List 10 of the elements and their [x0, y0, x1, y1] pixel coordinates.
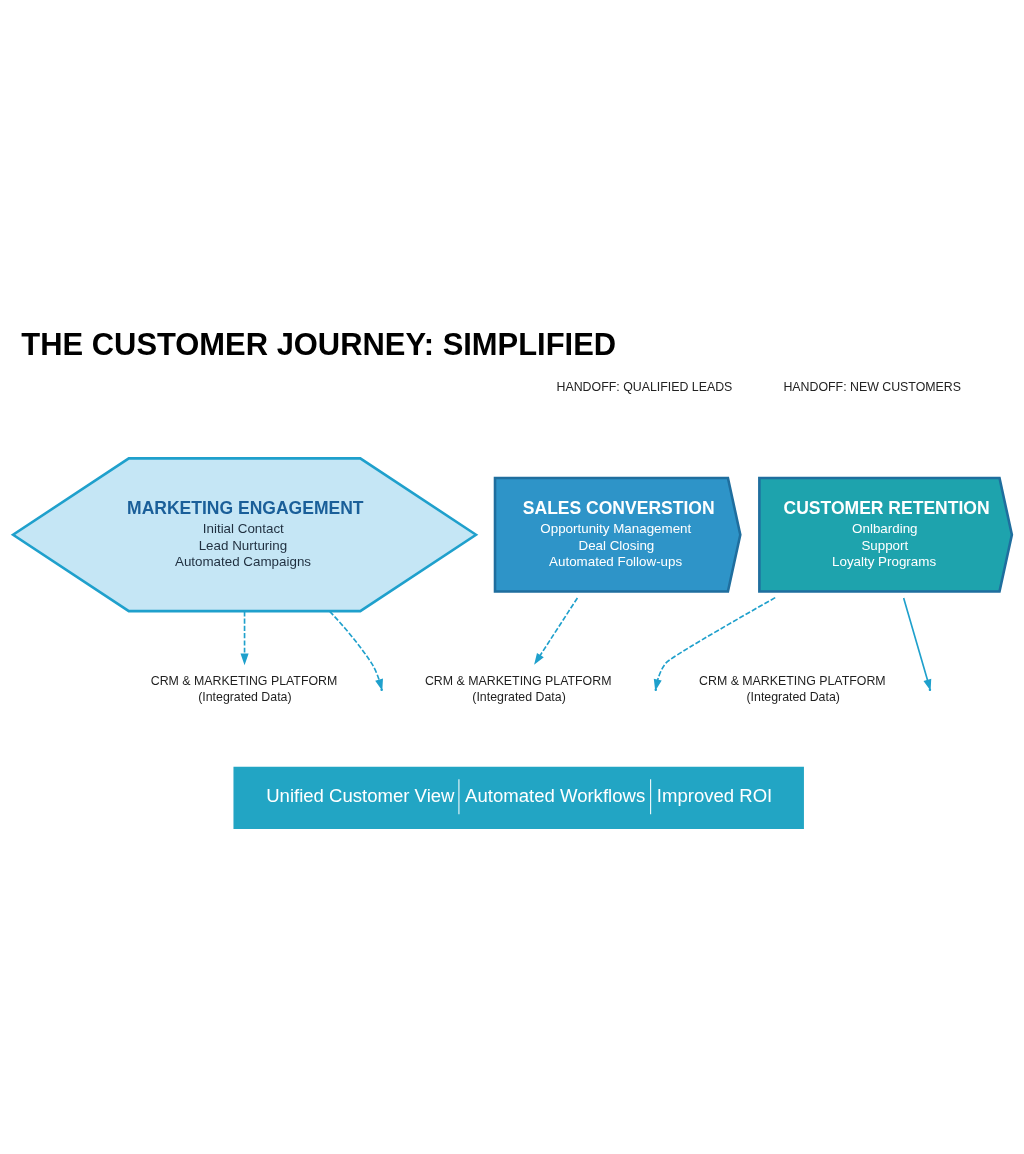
- node-box: Unified Customer View Automated Workflows Improved ROI: [232, 766, 804, 829]
- node-text: CRM & MARKETING PLATFORM (Integrated Data): [150, 673, 337, 704]
- arrow: [533, 596, 578, 665]
- arrow: [328, 610, 383, 691]
- diagram-title: THE CUSTOMER JOURNEY: SIMPLIFIED: [20, 326, 616, 362]
- label: HANDOFF: QUALIFIED LEADS: [556, 379, 732, 394]
- label: HANDOFF: NEW CUSTOMERS: [782, 379, 961, 394]
- arrow: [240, 609, 249, 665]
- node-text: CRM & MARKETING PLATFORM (Integrated Data): [424, 673, 611, 704]
- node-text: CRM & MARKETING PLATFORM (Integrated Data): [698, 673, 886, 704]
